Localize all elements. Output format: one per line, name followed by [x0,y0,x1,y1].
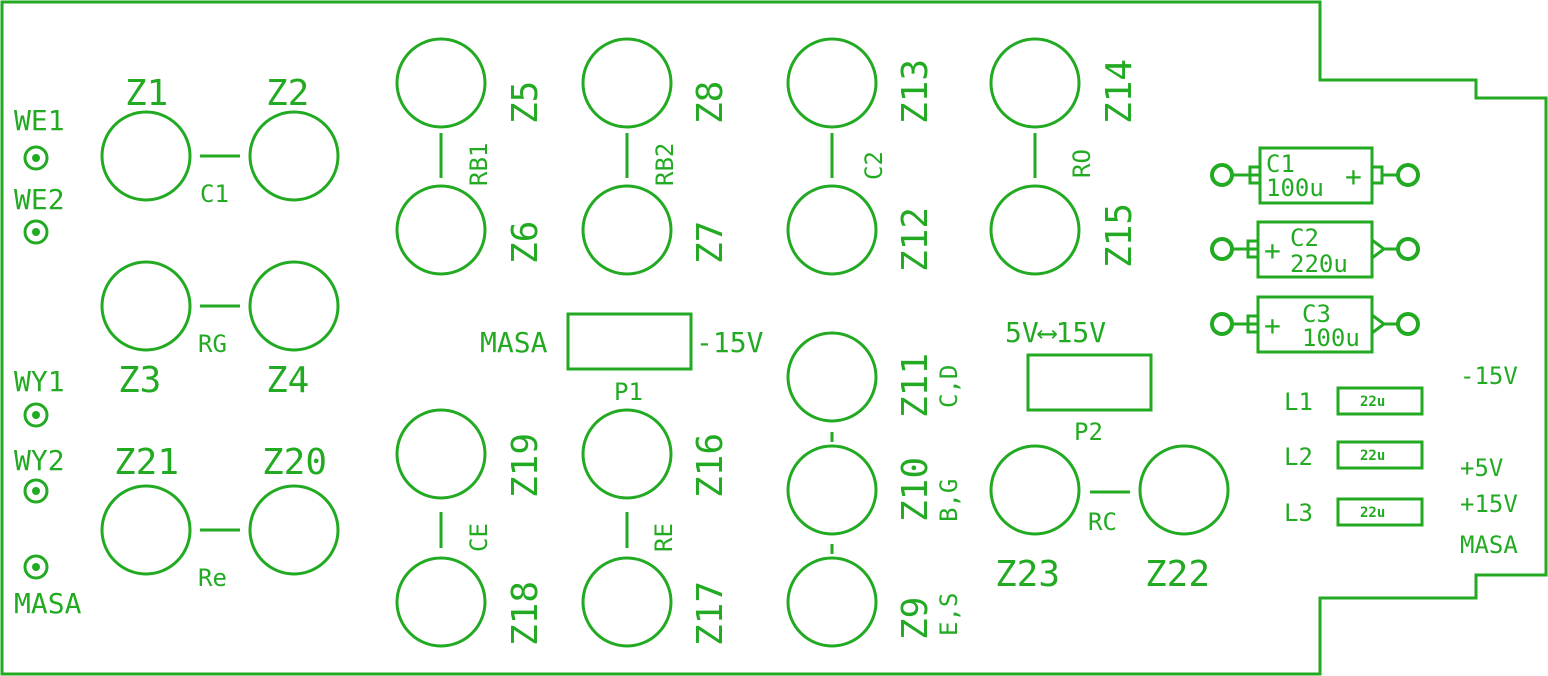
inductor-value: 22u [1360,448,1385,464]
pot-name: P1 [614,378,643,406]
pad-label: Z12 [895,207,936,272]
pad-pair-z23-z22: Z23 Z22 RC [989,444,1230,595]
inductor-name: L2 [1284,443,1313,471]
link-label: RC [1088,508,1117,536]
link-label: C2 [860,151,888,180]
inductor-l1: L1 22u [1284,386,1424,416]
inductor-l2: L2 22u [1284,440,1424,471]
pad-column-z13-z12: Z13 Z12 C2 [786,37,936,276]
pad-label: Z5 [505,81,546,124]
cap-value: 100u [1266,174,1324,202]
pad-label: Z17 [690,581,731,646]
cap-plus: + [1264,309,1281,342]
link-label: C,D [935,365,963,408]
pot-range-label: 5V⟷15V [1005,316,1106,349]
power-label-plus5: +5V [1460,454,1503,482]
pad-label: Z18 [505,581,546,646]
link-label: B,G [935,479,963,522]
pad-label: Z13 [895,59,936,124]
capacitor-c1: C1 100u + [1210,146,1420,205]
pad-label: Z23 [995,554,1060,595]
link-label: RE [650,523,678,552]
pad-label: Z16 [690,433,731,498]
link-label: RG [198,330,227,358]
terminal-wy2: WY2 [14,444,65,504]
cap-name: C1 [1266,150,1295,178]
pad-pair-z3-z4: Z3 Z4 RG [100,260,340,401]
pad-label: Z15 [1099,203,1140,268]
capacitor-c2: + C2 220u [1210,220,1420,279]
power-label-masa: MASA [1460,531,1518,559]
pad-column-z8-z7: Z8 Z7 RB2 [581,37,731,276]
pad-label: Z8 [690,81,731,124]
terminal-label: WE1 [14,104,65,137]
power-label-plus15: +15V [1460,490,1518,518]
pot-left-label: MASA [480,326,548,359]
pad-label: Z2 [266,73,309,114]
link-label: CE [465,523,493,552]
terminal-wy1: WY1 [14,365,65,428]
inductor-value: 22u [1360,505,1385,521]
pad-label: Z9 [895,597,936,640]
terminal-we2: WE2 [14,183,65,245]
inductor-name: L3 [1284,499,1313,527]
pot-right-label: -15V [696,326,764,359]
pad-column-z14-z15: Z14 Z15 RO [989,37,1140,276]
link-label: C1 [200,180,229,208]
pad-column-z11-z10-z9: Z11 Z10 Z9 C,D B,G E,S [786,331,963,648]
pad-column-z19-z18: Z19 Z18 CE [395,408,546,648]
cap-value: 100u [1302,324,1360,352]
inductor-l3: L3 22u [1284,497,1424,527]
cap-name: C3 [1302,300,1331,328]
power-label-minus15: -15V [1460,362,1518,390]
pad-column-z16-z17: Z16 Z17 RE [581,408,731,648]
inductor-name: L1 [1284,388,1313,416]
pad-column-z5-z6: Z5 Z6 RB1 [395,37,546,276]
pad-label: Z10 [895,457,936,522]
link-label: Re [198,564,227,592]
cap-value: 220u [1290,250,1348,278]
terminal-masa: MASA [14,554,82,620]
link-label: RO [1068,149,1096,178]
pad-label: Z7 [690,221,731,264]
link-label: E,S [935,593,963,636]
pad-label: Z11 [895,353,936,418]
link-label: RB1 [465,143,493,186]
pad-label: Z21 [114,442,179,483]
pad-label: Z20 [262,442,327,483]
pad-label: Z19 [505,433,546,498]
potentiometer-p1: MASA -15V P1 [480,312,764,406]
capacitor-c3: + C3 100u [1210,295,1420,354]
inductor-value: 22u [1360,394,1385,410]
pad-label: Z1 [125,73,168,114]
terminal-label: WY1 [14,365,65,398]
cap-name: C2 [1290,224,1319,252]
terminal-label: WY2 [14,444,65,477]
link-label: RB2 [651,143,679,186]
pad-pair-z21-z20: Z21 Z20 Re [100,442,340,592]
pad-label: Z22 [1145,554,1210,595]
pad-label: Z4 [266,360,309,401]
terminal-we1: WE1 [14,104,65,171]
pad-label: Z6 [505,221,546,264]
cap-plus: + [1264,234,1281,267]
terminal-label: WE2 [14,183,65,216]
pad-pair-z1-z2: Z1 Z2 C1 [100,73,340,208]
pad-label: Z3 [118,360,161,401]
potentiometer-p2: 5V⟷15V P2 [1005,316,1153,446]
pot-name: P2 [1074,418,1103,446]
pad-label: Z14 [1099,59,1140,124]
cap-plus: + [1345,160,1362,193]
terminal-label: MASA [14,587,82,620]
